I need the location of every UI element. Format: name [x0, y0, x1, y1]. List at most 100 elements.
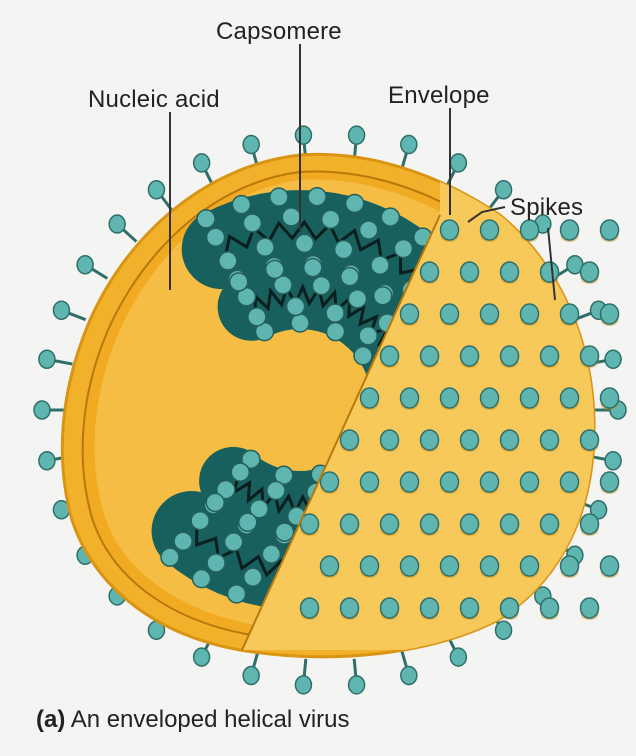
capsomere [341, 268, 359, 286]
surface-spike [441, 472, 459, 494]
surface-spike [441, 220, 459, 242]
surface-spike [441, 304, 459, 326]
surface-spike [541, 346, 559, 368]
surface-spike [521, 304, 539, 326]
capsomere [197, 210, 215, 228]
capsomere [207, 554, 225, 572]
surface-spike [561, 220, 579, 242]
surface-spike [401, 556, 419, 578]
surface-spike [381, 346, 399, 368]
surface-spike [581, 514, 599, 536]
surface-spike [541, 598, 559, 620]
caption-text: An enveloped helical virus [71, 706, 350, 733]
capsomere [207, 228, 225, 246]
surface-spike [461, 598, 479, 620]
surface-spike [401, 388, 419, 410]
surface-spike [361, 388, 379, 410]
surface-spike [581, 262, 599, 284]
surface-spike [461, 430, 479, 452]
capsomere [256, 238, 274, 256]
surface-spike [381, 598, 399, 620]
surface-spike [341, 514, 359, 536]
capsomere [282, 208, 300, 226]
spike [39, 350, 73, 368]
capsomere [322, 210, 340, 228]
surface-spike [601, 472, 619, 494]
surface-spike [301, 598, 319, 620]
capsomere [248, 308, 266, 326]
surface-spike [581, 430, 599, 452]
label-spikes: Spikes [510, 196, 583, 220]
surface-spike [501, 430, 519, 452]
capsomere [304, 259, 322, 277]
surface-spike [421, 262, 439, 284]
surface-spike [461, 514, 479, 536]
surface-spike [561, 304, 579, 326]
surface-spike [461, 346, 479, 368]
capsomere [295, 234, 313, 252]
surface-spike [601, 556, 619, 578]
capsomere [308, 188, 326, 206]
label-nucleic-acid: Nucleic acid [88, 88, 220, 112]
surface-spike [561, 388, 579, 410]
capsomere [354, 347, 372, 365]
spike [194, 154, 214, 186]
capsomere [327, 323, 345, 341]
spike [77, 256, 107, 279]
surface-spike [521, 388, 539, 410]
capsomere [360, 221, 378, 239]
capsomere [287, 297, 305, 315]
surface-spike [521, 556, 539, 578]
capsomere [266, 260, 284, 278]
capsomere [359, 327, 377, 345]
spike [401, 136, 417, 170]
surface-spike [581, 346, 599, 368]
surface-spike [381, 514, 399, 536]
surface-spike [381, 430, 399, 452]
capsomere [191, 512, 209, 530]
surface-spike [501, 346, 519, 368]
capsomere [381, 208, 399, 226]
capsomere [346, 194, 364, 212]
surface-spike [421, 514, 439, 536]
surface-spike [561, 556, 579, 578]
capsomere [239, 513, 257, 531]
capsomere [230, 273, 248, 291]
capsomere [206, 493, 224, 511]
surface-spike [601, 304, 619, 326]
surface-spike [481, 388, 499, 410]
surface-spike [441, 388, 459, 410]
capsomere [228, 585, 246, 603]
spike [401, 650, 417, 684]
surface-spike [341, 598, 359, 620]
capsomere [219, 252, 237, 270]
surface-spike [521, 472, 539, 494]
surface-spike [501, 598, 519, 620]
capsomere [244, 568, 262, 586]
surface-spike [321, 556, 339, 578]
surface-spike [361, 472, 379, 494]
capsomere [225, 533, 243, 551]
surface-spike [541, 262, 559, 284]
label-capsomere: Capsomere [216, 20, 342, 44]
surface-spike [401, 472, 419, 494]
capsomere [174, 532, 192, 550]
surface-spike [501, 262, 519, 284]
spike [53, 301, 85, 319]
capsomere [326, 304, 344, 322]
surface-spike [341, 430, 359, 452]
capsomere [335, 241, 353, 259]
surface-spike [481, 556, 499, 578]
capsomere [374, 287, 392, 305]
surface-spike [541, 514, 559, 536]
capsomere [243, 214, 261, 232]
spike [148, 181, 172, 211]
figure-caption: (a) An enveloped helical virus [36, 706, 350, 734]
capsomere [276, 523, 294, 541]
surface-spike [601, 220, 619, 242]
capsomere [291, 314, 309, 332]
surface-spike [601, 388, 619, 410]
spike [488, 181, 512, 211]
